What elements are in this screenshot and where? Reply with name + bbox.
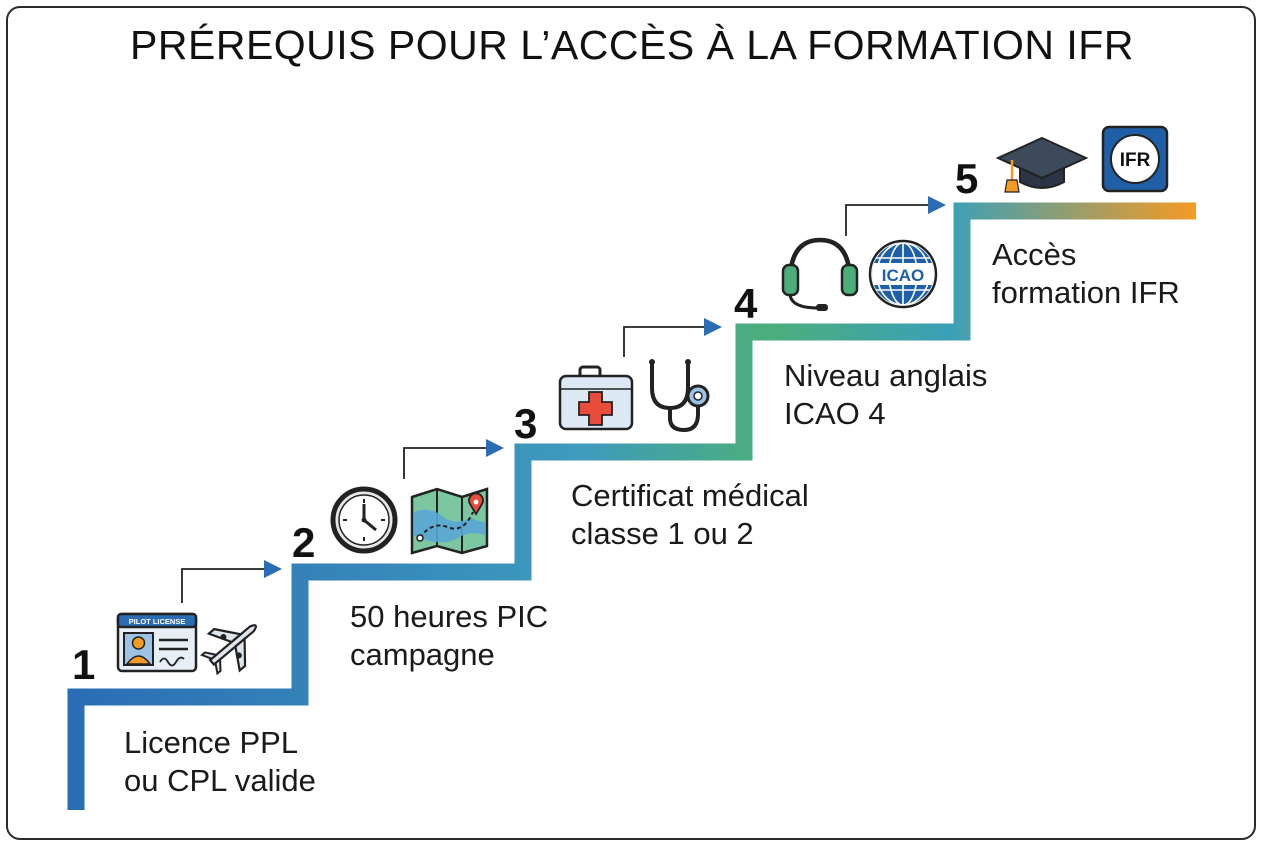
step-arrows	[181, 196, 946, 603]
ifr-text: IFR	[1120, 150, 1151, 171]
step-number-4: 4	[734, 280, 758, 327]
step-label-2-line-2: campagne	[350, 637, 495, 672]
icao-globe-icon: ICAO	[868, 239, 938, 309]
stethoscope-icon	[649, 359, 710, 433]
step-number-5: 5	[955, 155, 979, 202]
step-label-1-line-1: Licence PPL	[124, 725, 299, 760]
pilot-license-icon: PILOT LICENSE	[116, 612, 198, 673]
graduation-cap-icon	[995, 136, 1089, 193]
arrow-3-to-4	[623, 326, 706, 357]
step-label-3-line-2: classe 1 ou 2	[571, 516, 754, 551]
step-number-3: 3	[514, 400, 538, 447]
arrowhead-3-to-4	[704, 318, 722, 336]
step-label-1-line-2: ou CPL valide	[124, 763, 316, 798]
step-label-5-line-2: formation IFR	[992, 275, 1180, 310]
step-label-4: Niveau anglais ICAO 4	[784, 357, 987, 433]
step-number-1: 1	[72, 641, 96, 688]
ifr-badge-icon: IFR	[1101, 125, 1169, 193]
step-label-3: Certificat médical classe 1 ou 2	[571, 477, 809, 553]
step-label-4-line-2: ICAO 4	[784, 396, 886, 431]
airplane-icon	[200, 624, 258, 676]
step-label-5-line-1: Accès	[992, 237, 1077, 272]
step-number-2: 2	[292, 519, 316, 566]
first-aid-kit-icon	[558, 365, 634, 431]
arrow-4-to-5	[845, 204, 930, 236]
staircase	[67, 202, 1196, 810]
step-label-2-line-1: 50 heures PIC	[350, 599, 549, 634]
step-label-3-line-1: Certificat médical	[571, 478, 809, 513]
map-icon	[410, 487, 489, 555]
arrowhead-4-to-5	[928, 196, 946, 214]
pilot-license-text: PILOT LICENSE	[129, 617, 186, 626]
icao-text: ICAO	[882, 266, 925, 285]
step-label-5: Accès formation IFR	[992, 236, 1180, 312]
arrowhead-1-to-2	[264, 560, 282, 578]
clock-icon	[330, 486, 398, 554]
step-label-2: 50 heures PIC campagne	[350, 598, 548, 674]
step-label-1: Licence PPL ou CPL valide	[124, 724, 316, 800]
arrow-2-to-3	[403, 447, 488, 479]
arrowhead-2-to-3	[486, 439, 504, 457]
arrow-1-to-2	[181, 568, 268, 603]
page-title: PRÉREQUIS POUR L’ACCÈS À LA FORMATION IF…	[130, 22, 1134, 68]
step-label-4-line-1: Niveau anglais	[784, 358, 988, 393]
headset-icon	[781, 237, 859, 311]
